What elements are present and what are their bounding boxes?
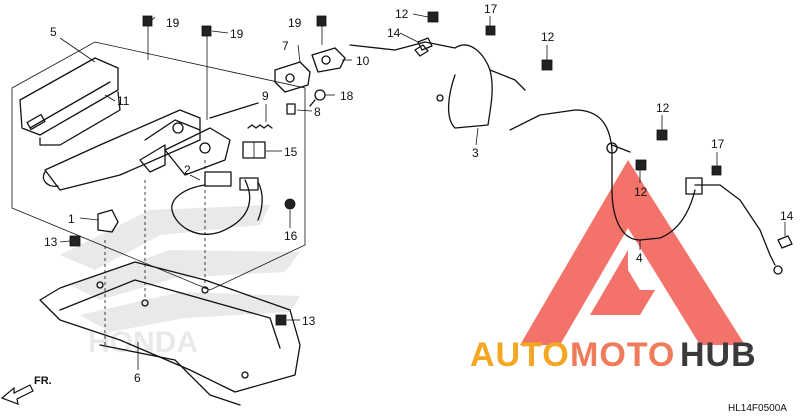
adjuster-rod [209, 102, 273, 129]
callout-14a: 14 [387, 26, 401, 40]
brake-lever [42, 109, 201, 191]
cable-3 [349, 41, 526, 129]
callout-4: 4 [636, 251, 643, 265]
bracket-10 [311, 47, 346, 73]
bolt-19b [201, 25, 212, 120]
callout-12c: 12 [656, 101, 670, 115]
callout-17a: 17 [484, 2, 498, 16]
grommet-1 [97, 209, 119, 233]
lever-bracket [164, 127, 231, 176]
bracket-7 [274, 61, 311, 93]
front-arrow-label: FR. [34, 375, 52, 387]
group-box-left [11, 41, 306, 291]
bolt-19c [316, 15, 327, 45]
callout-15: 15 [284, 145, 298, 159]
front-arrow: FR. [0, 375, 52, 405]
callout-14b: 14 [780, 209, 794, 223]
callout-13b: 13 [302, 314, 316, 328]
leader-lines [59, 13, 786, 370]
clip-14b [777, 235, 793, 249]
callout-6: 6 [134, 371, 141, 385]
guide-lines [104, 160, 206, 345]
callout-12d: 12 [634, 185, 648, 199]
callout-5: 5 [50, 25, 57, 39]
callout-18: 18 [340, 89, 354, 103]
bolt-16 [284, 198, 296, 210]
callout-7: 7 [282, 39, 289, 53]
bolt-12c [656, 129, 668, 141]
honda-wing-logo: HONDA [60, 205, 300, 359]
cable-4 [509, 109, 783, 275]
nut-17b [711, 165, 722, 176]
callout-17b: 17 [711, 137, 725, 151]
switch-harness [171, 171, 263, 235]
diagram-code: HL14F0500A [728, 403, 787, 414]
callout-19a: 19 [166, 16, 180, 30]
bolt-12a [427, 11, 439, 23]
base-plate [39, 261, 301, 406]
brake-grip [19, 57, 121, 146]
bolt-12b [541, 59, 553, 71]
watermark-triangle [520, 160, 745, 345]
clip-8 [286, 103, 296, 115]
callout-9: 9 [262, 89, 269, 103]
watermark-hub: HUB [680, 336, 757, 374]
callout-13a: 13 [44, 235, 58, 249]
callout-16: 16 [284, 229, 298, 243]
callout-8: 8 [314, 105, 321, 119]
bolt-19a [142, 15, 153, 60]
callout-11: 11 [117, 94, 130, 108]
callout-19c: 19 [288, 16, 302, 30]
connector-15 [242, 141, 266, 159]
callout-12a: 12 [395, 7, 409, 21]
callout-12b: 12 [541, 30, 555, 44]
bolt-12d [635, 159, 647, 171]
bolt-13a [69, 235, 81, 247]
callout-19b: 19 [230, 27, 244, 41]
callout-2: 2 [184, 163, 191, 177]
callout-1: 1 [68, 212, 75, 226]
watermark-text: AUTO MOTO HUB [470, 336, 757, 374]
bolt-18 [309, 89, 326, 107]
callout-10: 10 [356, 54, 370, 68]
clip-14a [417, 37, 433, 51]
watermark-moto: MOTO [570, 336, 675, 374]
watermark-auto: AUTO [470, 336, 570, 374]
bolt-13b [275, 314, 287, 326]
nut-17a [485, 25, 496, 36]
callout-3: 3 [472, 146, 479, 160]
